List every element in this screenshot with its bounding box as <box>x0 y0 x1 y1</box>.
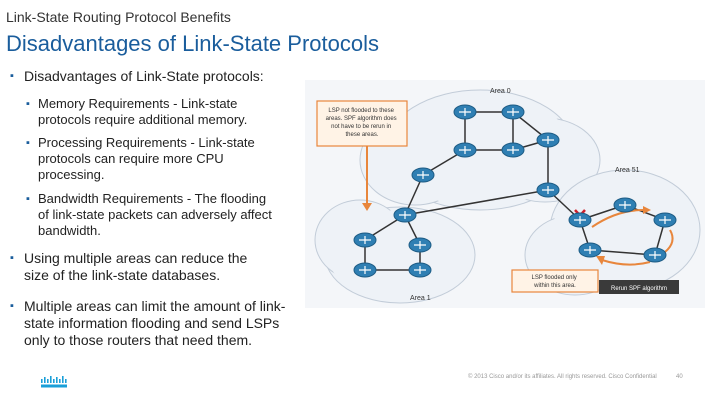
bullet-square-icon: ▪ <box>10 70 14 82</box>
flood-arrows <box>591 206 674 266</box>
router-icon <box>353 262 377 278</box>
svg-text:Rerun SPF algorithm: Rerun SPF algorithm <box>611 286 667 292</box>
area0-label: Area 0 <box>490 88 511 95</box>
bullet-square-icon: ▪ <box>10 300 14 312</box>
page-title: Disadvantages of Link-State Protocols <box>6 31 379 56</box>
bullet-bandwidth: ▪ Bandwidth Requirements - The flooding … <box>26 191 272 238</box>
cisco-logo-icon <box>41 376 67 388</box>
callout-flooded-within: LSP flooded only within this area. <box>511 269 599 293</box>
router-icon <box>453 142 477 158</box>
router-icon <box>408 262 432 278</box>
bullet-areas: ▪ Using multiple areas can reduce the si… <box>10 250 248 283</box>
router-icon <box>643 247 667 263</box>
router-icon <box>613 197 637 213</box>
bullet-intro: ▪ Disadvantages of Link-State protocols: <box>10 68 264 84</box>
ospf-areas-diagram: Area 0 Area 51 Area 1 LSP not flooded to… <box>305 80 705 308</box>
router-icon <box>536 182 560 198</box>
footer-copyright: © 2013 Cisco and/or its affiliates. All … <box>468 374 657 380</box>
bullet-square-icon: ▪ <box>10 252 14 264</box>
router-icon <box>578 242 602 258</box>
router-icon <box>353 232 377 248</box>
router-icon <box>653 212 677 228</box>
router-icon <box>453 104 477 120</box>
bullet-dot-icon: ▪ <box>26 137 30 149</box>
router-icon <box>536 132 560 148</box>
svg-text:LSP flooded only within: LSP flooded only within this area. <box>532 275 579 289</box>
routers <box>353 104 677 278</box>
router-icon <box>501 142 525 158</box>
router-icon <box>501 104 525 120</box>
router-icon <box>408 237 432 253</box>
bullet-dot-icon: ▪ <box>26 98 30 110</box>
callout-not-flooded: LSP not flooded to these areas. SPF algo… <box>316 100 408 211</box>
svg-text:LSP not flooded to these: LSP not flooded to these areas. SPF algo… <box>326 108 399 138</box>
router-icon <box>411 167 435 183</box>
rerun-spf-label: Rerun SPF algorithm <box>599 280 679 294</box>
router-icon <box>393 207 417 223</box>
router-icon <box>568 212 592 228</box>
page-number: 40 <box>676 374 683 380</box>
section-subtitle: Link-State Routing Protocol Benefits <box>6 9 231 25</box>
bullet-processing: ▪ Processing Requirements - Link-state p… <box>26 135 255 182</box>
bullet-dot-icon: ▪ <box>26 193 30 205</box>
bullet-multiple: ▪ Multiple areas can limit the amount of… <box>10 298 286 348</box>
area51-label: Area 51 <box>615 167 640 174</box>
area1-label: Area 1 <box>410 295 431 302</box>
bullet-memory: ▪ Memory Requirements - Link-state proto… <box>26 96 248 127</box>
